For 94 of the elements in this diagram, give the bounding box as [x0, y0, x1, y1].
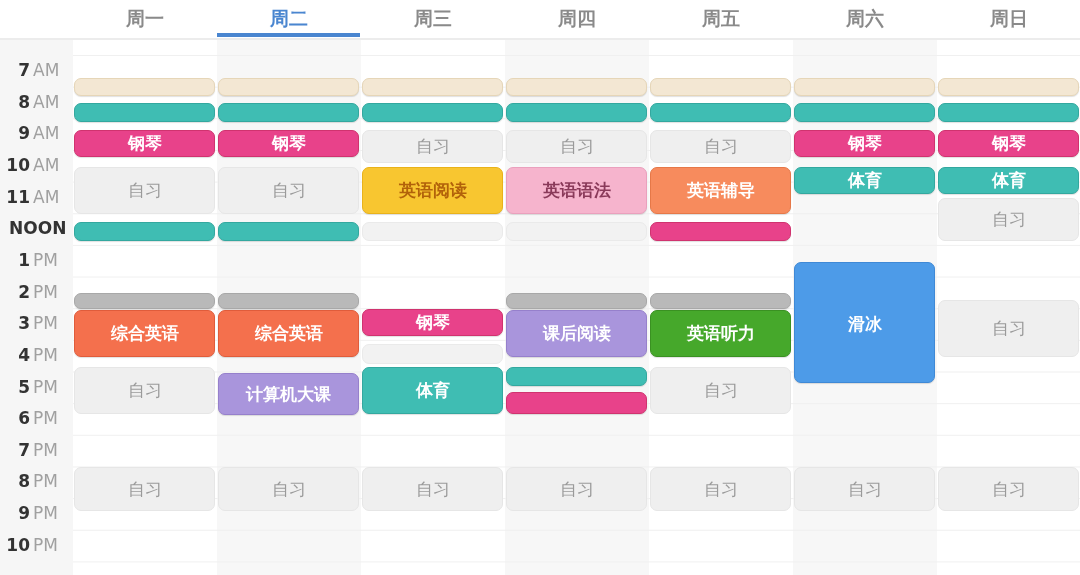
- hour-number: 9: [18, 503, 30, 524]
- hour-number: 4: [18, 344, 30, 365]
- hour-number: 8: [18, 91, 30, 112]
- event-bar: [506, 103, 647, 122]
- event-bar: 钢琴: [938, 130, 1079, 157]
- time-label: NOON: [9, 218, 67, 239]
- hour-number: 5: [18, 376, 30, 397]
- hour-number: 3: [18, 313, 30, 334]
- event-block: 计算机大课: [218, 373, 359, 415]
- event-block: 自习: [74, 367, 215, 414]
- hour-number: 2: [18, 281, 30, 302]
- event-bar: [506, 367, 647, 386]
- event-bar: [650, 78, 791, 96]
- hour-number: 10: [6, 534, 30, 555]
- event-block: 自习: [938, 198, 1079, 241]
- event-block: 自习: [218, 467, 359, 511]
- event-bar: [74, 103, 215, 122]
- day-header: 周日: [989, 6, 1029, 31]
- event-block: 自习: [506, 467, 647, 511]
- time-period: PM: [33, 376, 58, 397]
- event-block: 自习: [218, 167, 359, 214]
- day-header: 周二: [269, 6, 309, 31]
- time-period: PM: [33, 344, 58, 365]
- event-bar: [938, 103, 1079, 122]
- event-bar: 体育: [938, 167, 1079, 194]
- time-period: AM: [33, 154, 60, 175]
- event-bar: [938, 78, 1079, 96]
- hour-number: 11: [6, 186, 30, 207]
- event-block: 自习: [362, 467, 503, 511]
- event-block: 英语语法: [506, 167, 647, 214]
- hour-number: 8: [18, 471, 30, 492]
- event-bar: [650, 222, 791, 241]
- hour-number: 9: [18, 123, 30, 144]
- event-block: 英语辅导: [650, 167, 791, 214]
- time-period: PM: [33, 249, 58, 270]
- event-block: 自习: [74, 167, 215, 214]
- hour-number: 7: [18, 60, 30, 80]
- time-period: PM: [33, 281, 58, 302]
- event-bar: [650, 103, 791, 122]
- event-bar: [218, 103, 359, 122]
- hour-number: 10: [6, 154, 30, 175]
- event-bar: [218, 293, 359, 309]
- event-bar: [218, 222, 359, 241]
- event-bar: [506, 293, 647, 309]
- hour-number: 6: [18, 408, 30, 429]
- event-bar: [506, 392, 647, 414]
- time-period: AM: [33, 60, 60, 80]
- event-bar: 钢琴: [362, 309, 503, 336]
- event-bar: [74, 78, 215, 96]
- event-bar: 体育: [794, 167, 935, 194]
- time-period: AM: [33, 186, 60, 207]
- event-bar: 钢琴: [218, 130, 359, 157]
- event-bar: [794, 78, 935, 96]
- event-bar: [506, 78, 647, 96]
- time-period: PM: [33, 534, 58, 555]
- day-header: 周三: [413, 6, 453, 31]
- day-header: 周五: [701, 6, 741, 31]
- event-block: 自习: [506, 130, 647, 163]
- hour-number: 1: [18, 249, 30, 270]
- time-period: PM: [33, 313, 58, 334]
- event-bar: [74, 222, 215, 241]
- time-period: PM: [33, 503, 58, 524]
- time-period: PM: [33, 439, 58, 460]
- event-block: 自习: [938, 300, 1079, 357]
- time-period: PM: [33, 408, 58, 429]
- event-bar: 钢琴: [794, 130, 935, 157]
- event-block: 自习: [650, 467, 791, 511]
- day-header: 周一: [125, 6, 165, 31]
- event-bar: [650, 293, 791, 309]
- time-period: AM: [33, 91, 60, 112]
- event-block: 英语听力: [650, 310, 791, 357]
- event-bar: [74, 293, 215, 309]
- event-block: 综合英语: [218, 310, 359, 357]
- event-bar: 钢琴: [74, 130, 215, 157]
- time-period: AM: [33, 123, 60, 144]
- event-block: 综合英语: [74, 310, 215, 357]
- time-period: PM: [33, 471, 58, 492]
- event-bar: [362, 103, 503, 122]
- day-header: 周四: [557, 6, 597, 31]
- event-bar: [218, 78, 359, 96]
- event-block: 滑冰: [794, 262, 935, 383]
- event-block: 自习: [650, 367, 791, 414]
- event-block: 自习: [650, 130, 791, 163]
- event-block: 自习: [794, 467, 935, 511]
- event-bar: [794, 103, 935, 122]
- event-block: 课后阅读: [506, 310, 647, 357]
- event-block: 自习: [938, 467, 1079, 511]
- event-block: 英语阅读: [362, 167, 503, 214]
- event-bar: 体育: [362, 367, 503, 414]
- event-bar: [362, 78, 503, 96]
- event-block: 自习: [74, 467, 215, 511]
- event-block: 自习: [362, 130, 503, 163]
- day-header: 周六: [845, 6, 885, 31]
- hour-number: 7: [18, 439, 30, 460]
